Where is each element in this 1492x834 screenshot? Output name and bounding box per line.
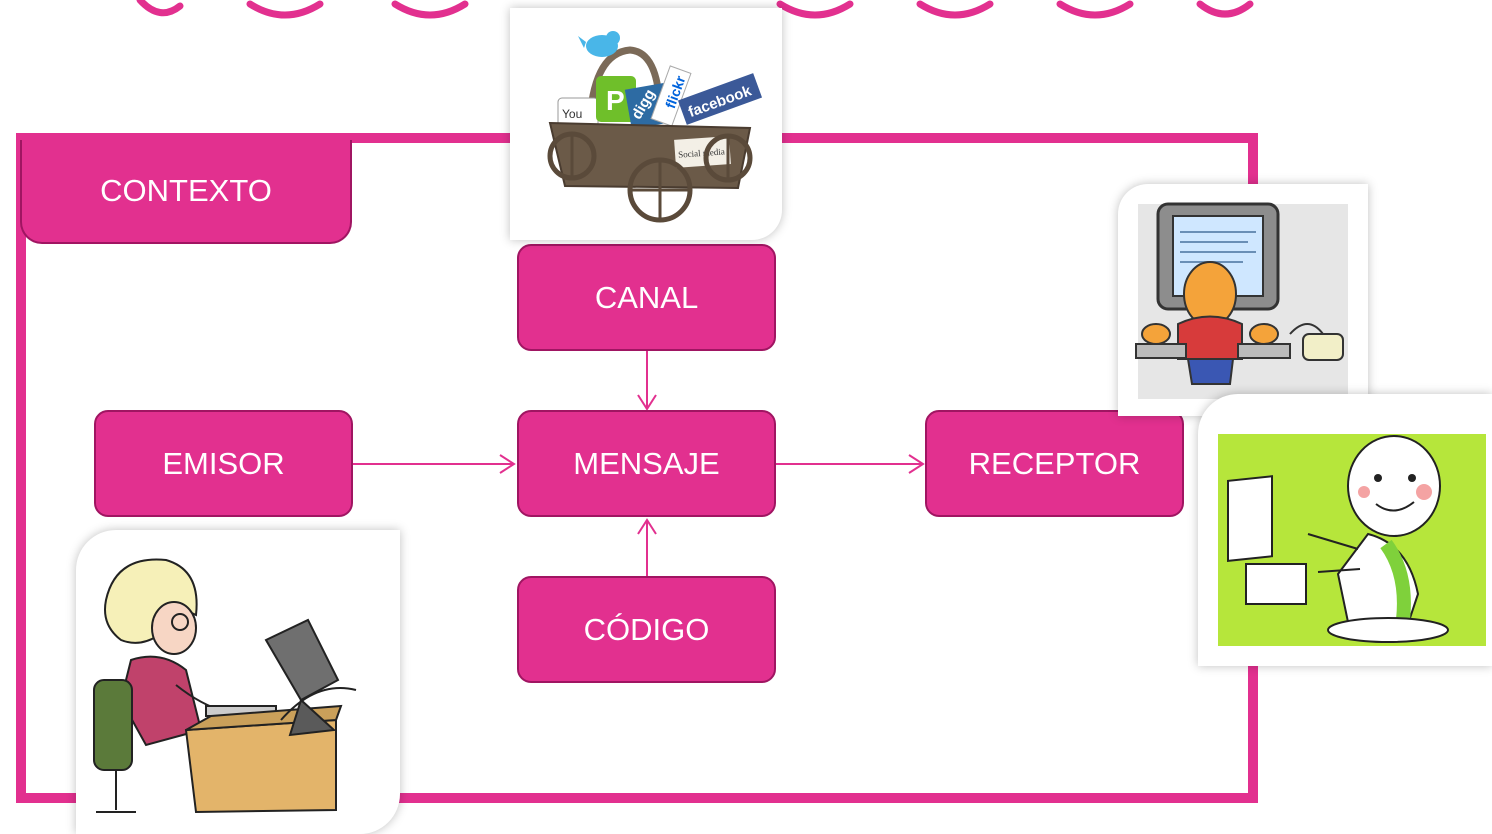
social-media-cart-image: You P digg flickr facebook Social media: [510, 8, 782, 240]
top-wave-decoration: [136, 0, 1254, 19]
twitter-bird-icon: [578, 31, 620, 57]
smiling-person-typing-image: [1198, 394, 1492, 666]
woman-typing-image: [76, 530, 400, 834]
node-sender: EMISOR: [94, 410, 353, 517]
node-channel: CANAL: [517, 244, 776, 351]
node-code: CÓDIGO: [517, 576, 776, 683]
person-at-computer-image: [1118, 184, 1368, 416]
node-message: MENSAJE: [517, 410, 776, 517]
social-media-sign: Social media: [678, 146, 725, 159]
node-receiver: RECEPTOR: [925, 410, 1184, 517]
youtube-label: You: [562, 107, 582, 121]
context-label: CONTEXTO: [20, 140, 352, 244]
p-tile-label: P: [606, 85, 625, 116]
